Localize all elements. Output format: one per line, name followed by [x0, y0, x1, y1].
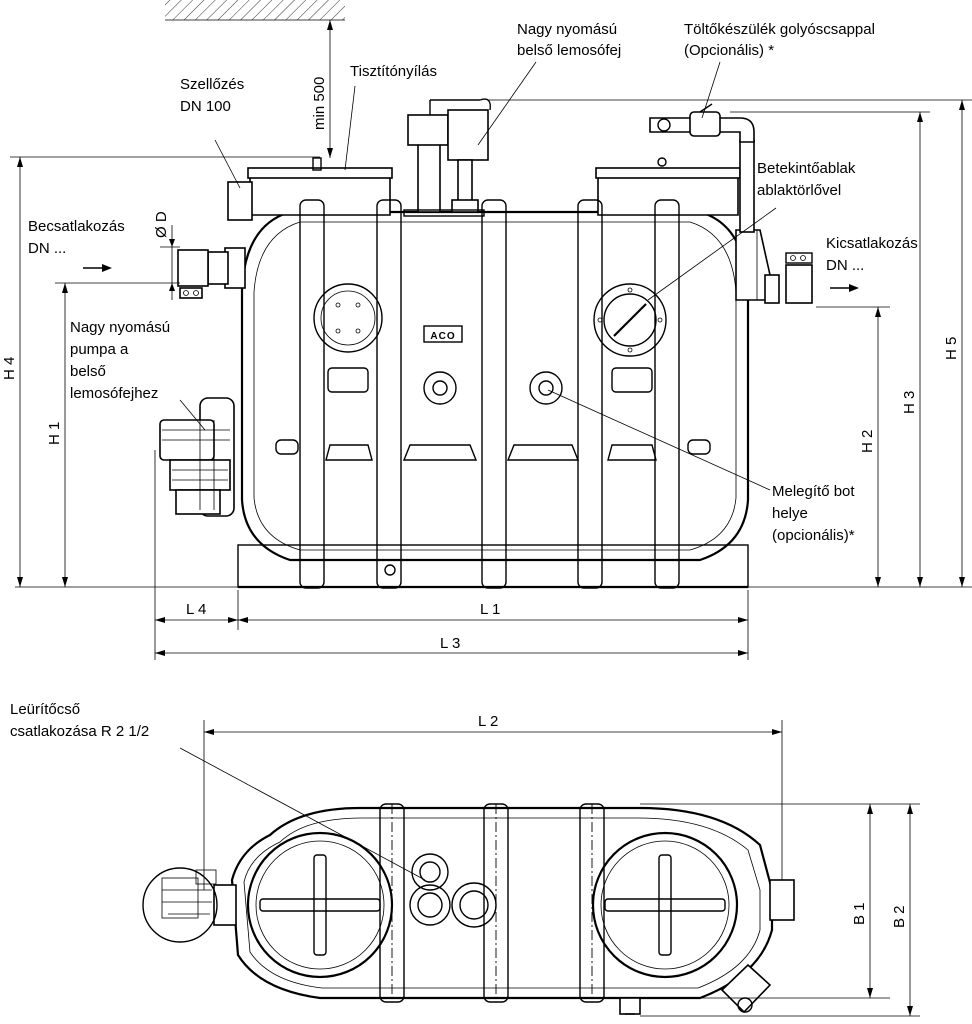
high-pressure-head-label: Nagy nyomású: [517, 21, 617, 38]
min-clearance-label: min 500: [311, 77, 328, 130]
dim-l1: L 1: [480, 601, 500, 618]
filling-device-label: Töltőkészülék golyóscsappal: [684, 21, 875, 38]
left-manhole: [246, 831, 394, 979]
dim-l2: L 2: [478, 713, 498, 730]
svg-text:belső: belső: [70, 363, 106, 380]
tank-top-outline: [230, 806, 774, 1000]
front-view: ACO: [159, 98, 813, 589]
dim-h5: H 5: [943, 337, 960, 360]
svg-text:DN ...: DN ...: [28, 240, 66, 257]
dim-h3: H 3: [901, 391, 918, 414]
tank-ribs: [299, 199, 680, 589]
labels: Szellőzés DN 100 Tisztítónyílás Nagy nyo…: [1, 21, 960, 928]
svg-text:ablaktörlővel: ablaktörlővel: [757, 182, 841, 199]
svg-text:(opcionális)*: (opcionális)*: [772, 527, 855, 544]
svg-text:lemosófejhez: lemosófejhez: [70, 385, 158, 402]
outlet-label: Kicsatlakozás: [826, 235, 918, 252]
svg-text:helye: helye: [772, 505, 808, 522]
svg-text:DN 100: DN 100: [180, 98, 231, 115]
svg-text:pumpa a: pumpa a: [70, 341, 129, 358]
drain-label: Leürítőcső: [10, 701, 80, 718]
high-pressure-pump: [159, 397, 235, 517]
base-plate: [237, 544, 749, 588]
outlet-connection: [735, 229, 813, 304]
dim-h4: H 4: [1, 357, 18, 380]
dim-b1: B 1: [851, 902, 868, 925]
dim-l3: L 3: [440, 635, 460, 652]
high-pressure-pump-label: Nagy nyomású: [70, 319, 170, 336]
right-manhole: [591, 831, 739, 979]
cleaning-opening-label: Tisztítónyílás: [350, 63, 437, 80]
front-leader-lines: [179, 61, 777, 491]
inlet-connection: [177, 247, 246, 299]
dim-b2: B 2: [891, 905, 908, 928]
vent-pipe: [227, 181, 253, 221]
left-inspection-cover: [313, 283, 383, 353]
diameter-d-label: Ø D: [153, 211, 170, 238]
sight-glass-window: [593, 283, 667, 357]
svg-text:DN ...: DN ...: [826, 257, 864, 274]
sight-glass-label: Betekintőablak: [757, 160, 856, 177]
front-dimensions: [10, 20, 972, 660]
svg-text:belső lemosófej: belső lemosófej: [517, 42, 621, 59]
vent-label: Szellőzés: [180, 76, 244, 93]
pump-top-view: [142, 867, 218, 943]
svg-text:csatlakozása R 2 1/2: csatlakozása R 2 1/2: [10, 723, 149, 740]
aco-brand-plate: [423, 325, 463, 343]
inlet-label: Becsatlakozás: [28, 218, 125, 235]
svg-text:ACO: ACO: [430, 331, 455, 342]
tank-body: [240, 210, 750, 562]
dim-h2: H 2: [859, 430, 876, 453]
svg-text:(Opcionális) *: (Opcionális) *: [684, 42, 774, 59]
high-pressure-head: [403, 98, 491, 217]
top-dimensions: [179, 720, 920, 1017]
heater-label: Melegítő bot: [772, 483, 855, 500]
dim-l4: L 4: [186, 601, 206, 618]
filling-device: [649, 103, 755, 233]
heater-socket: [529, 371, 563, 405]
dim-h1: H 1: [46, 422, 63, 445]
drain-connection: [409, 884, 451, 926]
ceiling-hatch: [165, 0, 345, 21]
top-view: [142, 803, 795, 1015]
